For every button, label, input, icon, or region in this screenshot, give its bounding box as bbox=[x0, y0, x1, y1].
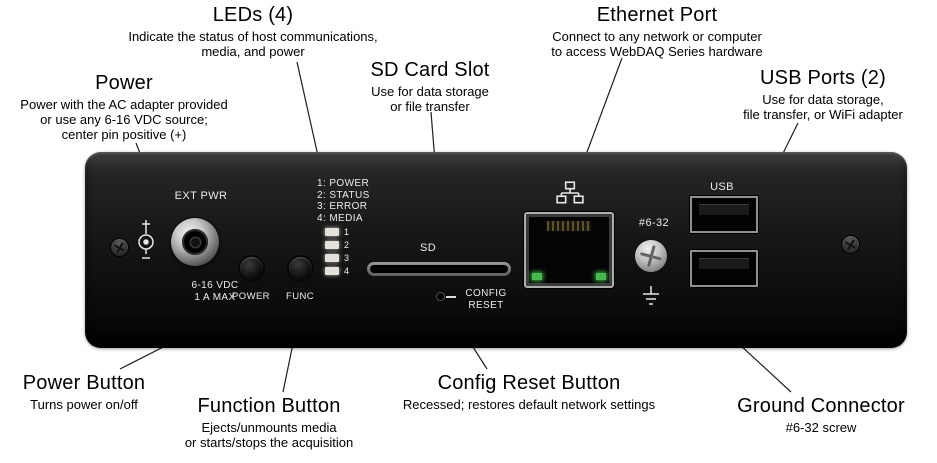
config-reset-hole bbox=[437, 293, 444, 300]
led-3-light bbox=[325, 254, 339, 262]
led-1-light bbox=[325, 228, 339, 236]
config-reset-pointer-dash bbox=[446, 296, 456, 298]
callout-function-button: Function Button Ejects/unmounts media or… bbox=[154, 394, 384, 450]
power-connector-pin bbox=[190, 237, 200, 247]
power-button bbox=[240, 257, 263, 280]
led-indicator-3: 3 bbox=[325, 253, 349, 263]
callout-function-button-desc: Ejects/unmounts media or starts/stops th… bbox=[184, 420, 354, 450]
panel-screw-left bbox=[107, 235, 132, 260]
callout-power-title: Power bbox=[95, 72, 153, 94]
ground-symbol-icon bbox=[643, 286, 659, 305]
callout-config-reset-button: Config Reset Button Recessed; restores d… bbox=[364, 371, 694, 412]
led-4-number: 4 bbox=[344, 266, 350, 276]
usb-ports-label: USB bbox=[710, 181, 734, 193]
ethernet-port bbox=[524, 212, 614, 288]
usb-port-bottom bbox=[690, 250, 758, 287]
callout-power: Power Power with the AC adapter provided… bbox=[4, 71, 244, 142]
callout-ethernet-desc: Connect to any network or computer to ac… bbox=[551, 29, 763, 59]
callout-power-desc: Power with the AC adapter provided or us… bbox=[20, 97, 228, 142]
led-indicator-4: 4 bbox=[325, 266, 349, 276]
ground-screw bbox=[631, 236, 671, 276]
config-reset-label: CONFIG RESET bbox=[465, 288, 507, 311]
callout-usb-desc: Use for data storage, file transfer, or … bbox=[743, 92, 903, 122]
led-1-number: 1 bbox=[344, 227, 350, 237]
led-2-number: 2 bbox=[344, 240, 350, 250]
usb-port-top bbox=[690, 196, 758, 233]
ground-screw-label: #6-32 bbox=[638, 217, 670, 229]
sd-card-slot bbox=[367, 262, 511, 276]
led-4-light bbox=[325, 267, 339, 275]
callout-sd-card-slot: SD Card Slot Use for data storage or fil… bbox=[330, 58, 530, 114]
callout-power-button-desc: Turns power on/off bbox=[30, 397, 138, 412]
callout-ethernet-port: Ethernet Port Connect to any network or … bbox=[497, 3, 817, 59]
led-legend: 1: POWER 2: STATUS 3: ERROR 4: MEDIA bbox=[317, 178, 370, 224]
sd-card-slot-opening bbox=[370, 265, 508, 273]
callout-ground-title: Ground Connector bbox=[737, 395, 905, 417]
callout-sd-desc: Use for data storage or file transfer bbox=[371, 84, 489, 114]
function-button-label: FUNC bbox=[286, 291, 314, 302]
power-button-label: POWER bbox=[232, 291, 270, 302]
callout-usb-ports: USB Ports (2) Use for data storage, file… bbox=[712, 66, 934, 122]
network-icon bbox=[556, 181, 584, 204]
callout-function-button-title: Function Button bbox=[197, 395, 341, 417]
callout-ground-desc: #6-32 screw bbox=[785, 420, 857, 435]
ext-pwr-label: EXT PWR bbox=[174, 190, 228, 202]
ethernet-led-right bbox=[596, 273, 606, 280]
callout-sd-title: SD Card Slot bbox=[370, 59, 490, 81]
callout-ground-connector: Ground Connector #6-32 screw bbox=[706, 394, 936, 435]
panel-screw-right bbox=[838, 232, 863, 257]
led-2-light bbox=[325, 241, 339, 249]
callout-usb-title: USB Ports (2) bbox=[760, 67, 886, 89]
device-panel: EXT PWR 6-16 VDC 1 A MAX POWER FUNC 1: P… bbox=[85, 152, 907, 348]
callout-config-reset-desc: Recessed; restores default network setti… bbox=[402, 397, 656, 412]
power-connector bbox=[171, 218, 219, 266]
power-rating-label: 6-16 VDC 1 A MAX bbox=[191, 280, 239, 303]
callout-leds-desc: Indicate the status of host communicatio… bbox=[128, 29, 378, 59]
callout-leds: LEDs (4) Indicate the status of host com… bbox=[103, 3, 403, 59]
function-button bbox=[289, 257, 312, 280]
ethernet-led-left bbox=[532, 273, 542, 280]
callout-power-button-title: Power Button bbox=[22, 372, 146, 394]
led-3-number: 3 bbox=[344, 253, 350, 263]
callout-leds-title: LEDs (4) bbox=[212, 4, 294, 26]
led-indicator-2: 2 bbox=[325, 240, 349, 250]
callout-power-button: Power Button Turns power on/off bbox=[4, 371, 164, 412]
callout-config-reset-title: Config Reset Button bbox=[437, 372, 621, 394]
sd-slot-label: SD bbox=[419, 242, 437, 254]
callout-ethernet-title: Ethernet Port bbox=[596, 4, 718, 26]
ethernet-port-pins bbox=[547, 221, 591, 231]
center-pin-polarity-icon bbox=[138, 220, 154, 259]
led-indicator-1: 1 bbox=[325, 227, 349, 237]
power-connector-hole bbox=[182, 229, 208, 255]
ethernet-port-opening bbox=[529, 217, 609, 283]
